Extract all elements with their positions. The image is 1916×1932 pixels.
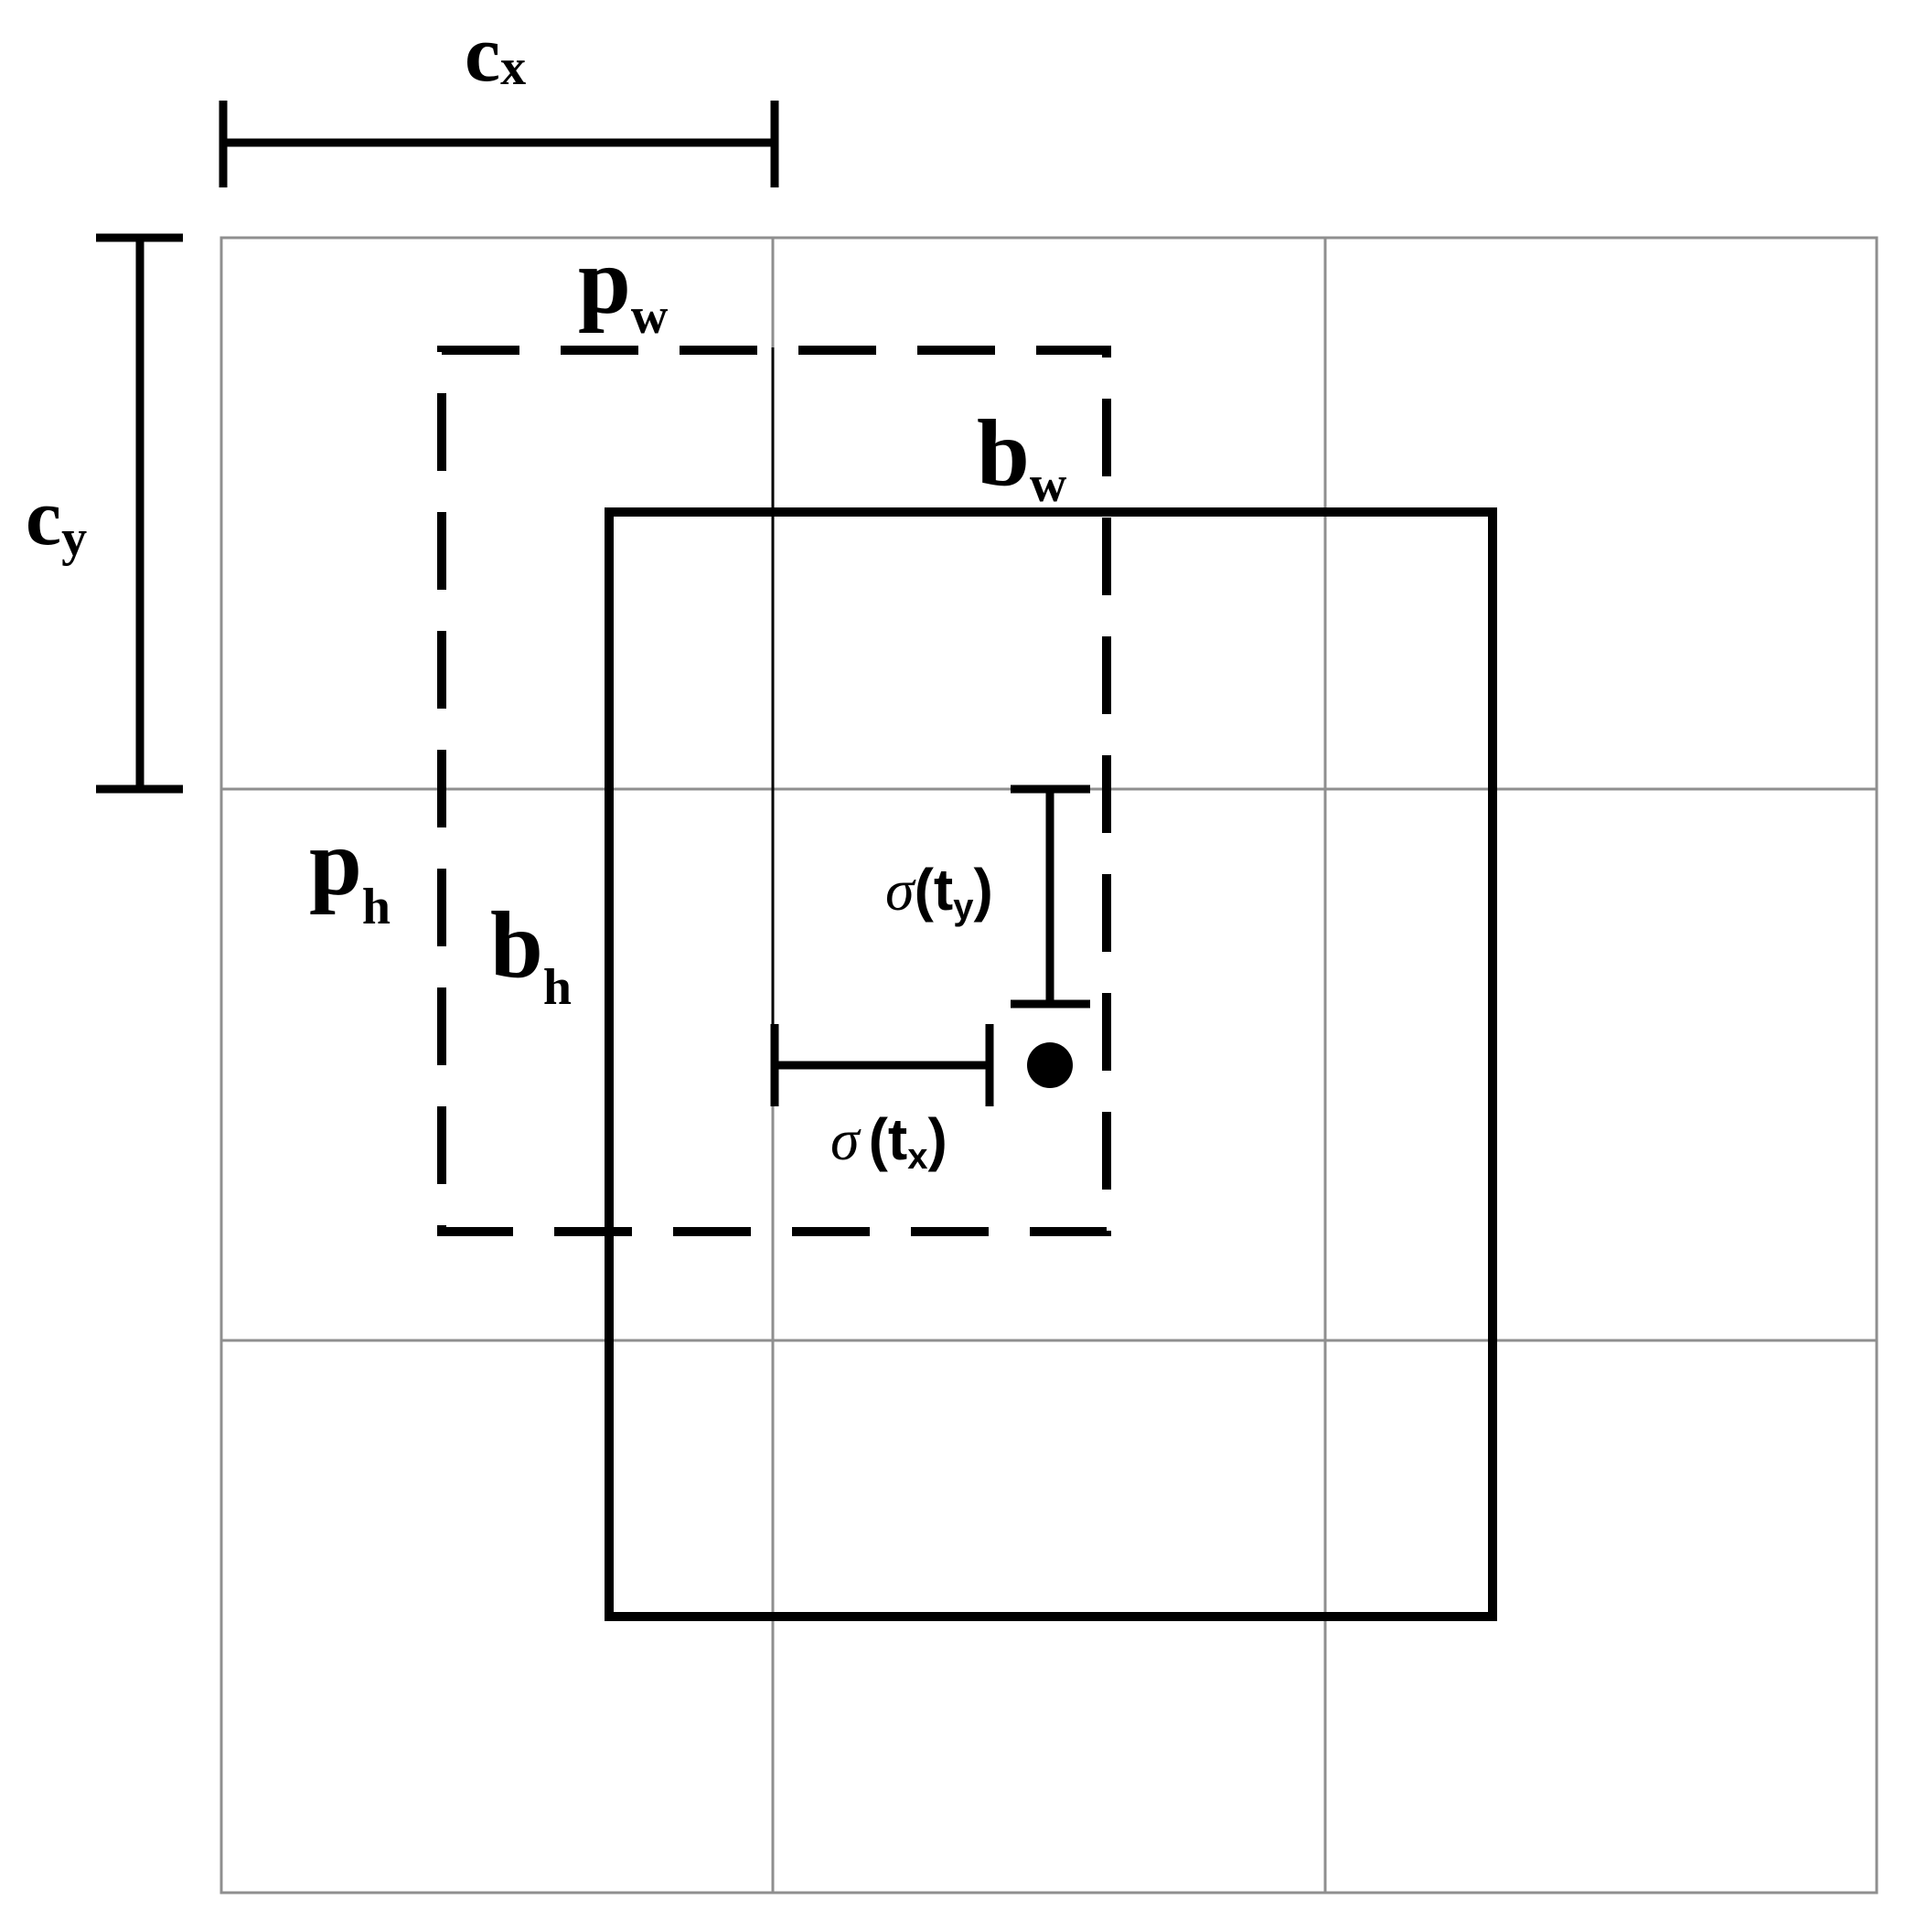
prior-box	[437, 346, 1111, 1236]
center-point	[1027, 1042, 1073, 1088]
label-sigma-tx: σ(tx)	[830, 1106, 947, 1177]
sigma-ty-dimension	[1011, 785, 1090, 1009]
grid-border	[219, 236, 1879, 1895]
cx-dimension	[219, 101, 779, 187]
label-bw: bw	[977, 400, 1067, 513]
label-ph: ph	[309, 810, 391, 935]
label-pw: pw	[578, 229, 669, 345]
label-cx: cx	[465, 10, 526, 99]
cy-dimension	[96, 233, 183, 794]
label-sigma-ty: σ(ty)	[885, 857, 993, 927]
sigma-tx-dimension	[770, 1024, 994, 1106]
predicted-box	[605, 507, 1497, 1621]
label-bh: bh	[490, 892, 572, 1016]
label-cy: cy	[26, 474, 87, 567]
